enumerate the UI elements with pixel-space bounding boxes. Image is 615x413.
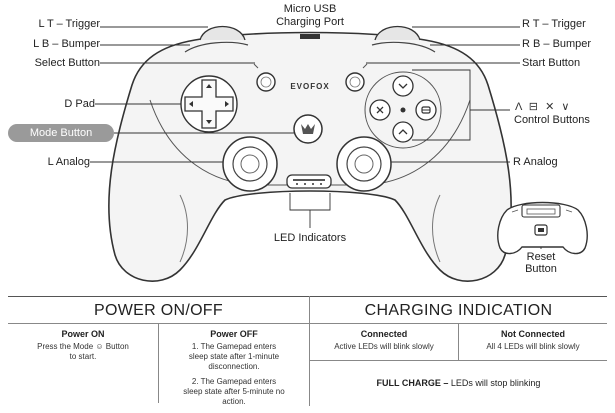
rt-trigger-label: R T – Trigger [522, 18, 586, 30]
l-analog-shape [222, 136, 278, 192]
control-symbols-label: Λ ⊟ ✕ ∨ [515, 101, 572, 113]
r-analog-shape [336, 136, 392, 192]
full-charge-text: LEDs will stop blinking [448, 378, 541, 388]
dpad-label: D Pad [64, 98, 95, 110]
select-button-label: Select Button [34, 57, 100, 69]
full-charge-bold: FULL CHARGE – [376, 378, 449, 388]
power-title: POWER ON/OFF [94, 302, 223, 319]
lt-trigger-shape [199, 26, 246, 41]
power-on-column: Power ON Press the Mode ☺ Button to star… [8, 329, 158, 362]
control-buttons-label: Control Buttons [514, 114, 590, 126]
usb-label-line1: Micro USB [283, 3, 337, 15]
power-off-column: Power OFF 1. The Gamepad enters sleep st… [159, 329, 309, 407]
connected-column: Connected Active LEDs will blink slowly [310, 329, 458, 352]
y-button-shape [392, 75, 414, 97]
reset-label-line1: Reset [526, 251, 556, 263]
reset-label-line2: Button [525, 263, 557, 275]
connected-text: Active LEDs will blink slowly [334, 342, 434, 351]
power-off-1b: sleep state after 1-minute [188, 352, 280, 361]
a-button-shape [392, 121, 414, 143]
gamepad-diagram: EVOFOX [90, 26, 588, 282]
power-off-title: Power OFF [210, 329, 258, 339]
power-off-2c: action. [222, 397, 246, 406]
full-charge-note: FULL CHARGE – LEDs will stop blinking [310, 378, 607, 388]
select-button-shape [256, 72, 276, 92]
r-analog-label: R Analog [513, 156, 558, 168]
power-on-line1: Press the Mode ☺ Button [37, 342, 129, 351]
led-bar [286, 174, 332, 189]
start-button-label: Start Button [522, 57, 581, 69]
power-off-2b: sleep state after 5-minute no [183, 387, 285, 396]
not-connected-title: Not Connected [501, 329, 565, 339]
lb-bumper-label: L B – Bumper [33, 38, 100, 50]
power-off-2a: 2. The Gamepad enters [191, 377, 277, 386]
brand-logo: EVOFOX [290, 82, 329, 91]
power-off-1c: disconnection. [208, 362, 260, 371]
rb-bumper-label: R B – Bumper [522, 38, 592, 50]
start-button-shape [345, 72, 365, 92]
dpad-shape [184, 79, 234, 129]
charging-panel: CHARGING INDICATION Connected Active LED… [310, 296, 607, 406]
power-on-title: Power ON [61, 329, 105, 339]
info-tables: POWER ON/OFF Power ON Press the Mode ☺ B… [0, 296, 615, 406]
power-on-line2: to start. [69, 352, 97, 361]
not-connected-text: All 4 LEDs will blink slowly [486, 342, 580, 351]
mode-button-label: Mode Button [8, 124, 114, 142]
rt-trigger-shape [374, 26, 421, 41]
not-connected-column: Not Connected All 4 LEDs will blink slow… [459, 329, 607, 352]
usb-port [300, 34, 320, 39]
connected-title: Connected [360, 329, 408, 339]
l-analog-label: L Analog [47, 156, 90, 168]
led-indicators-label: LED Indicators [273, 232, 347, 244]
lt-trigger-label: L T – Trigger [38, 18, 100, 30]
charging-title: CHARGING INDICATION [364, 302, 553, 319]
power-panel: POWER ON/OFF Power ON Press the Mode ☺ B… [8, 296, 309, 406]
usb-label-line2: Charging Port [276, 16, 344, 28]
power-off-1a: 1. The Gamepad enters [191, 342, 277, 351]
